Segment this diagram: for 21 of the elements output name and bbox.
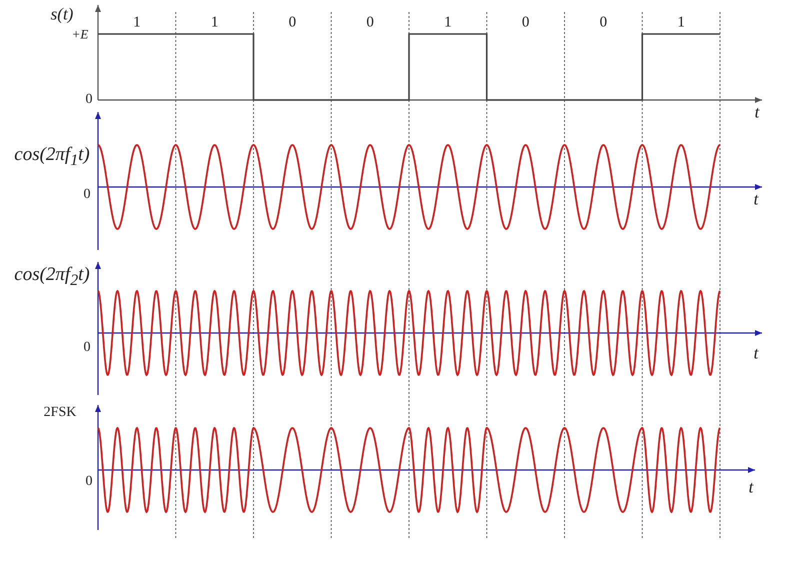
signal-label: 2FSK xyxy=(44,406,76,420)
bit-value: 1 xyxy=(677,16,685,30)
axis-label: t xyxy=(748,478,754,496)
bit-value: 0 xyxy=(522,16,530,30)
origin-label: 0 xyxy=(86,475,92,489)
axis-label: t xyxy=(754,344,758,362)
bit-value: 1 xyxy=(444,16,452,30)
bit-value: 0 xyxy=(288,16,296,30)
bit-value: 1 xyxy=(210,16,218,30)
origin-label: 0 xyxy=(84,341,90,355)
level-label: +E xyxy=(72,28,88,40)
bit-value: 0 xyxy=(366,16,374,30)
origin-label: 0 xyxy=(86,93,92,107)
signal-label: cos(2πf$_{1}$t) xyxy=(14,145,90,169)
bit-value: 0 xyxy=(600,16,608,30)
axis-label: t xyxy=(754,190,758,208)
origin-label: 0 xyxy=(84,188,90,202)
axis-label: t xyxy=(754,104,760,120)
signal-label: cos(2πf$_{2}$t) xyxy=(14,265,90,289)
bit-value: 1 xyxy=(133,16,141,30)
signal-label: s(t) xyxy=(50,6,74,22)
